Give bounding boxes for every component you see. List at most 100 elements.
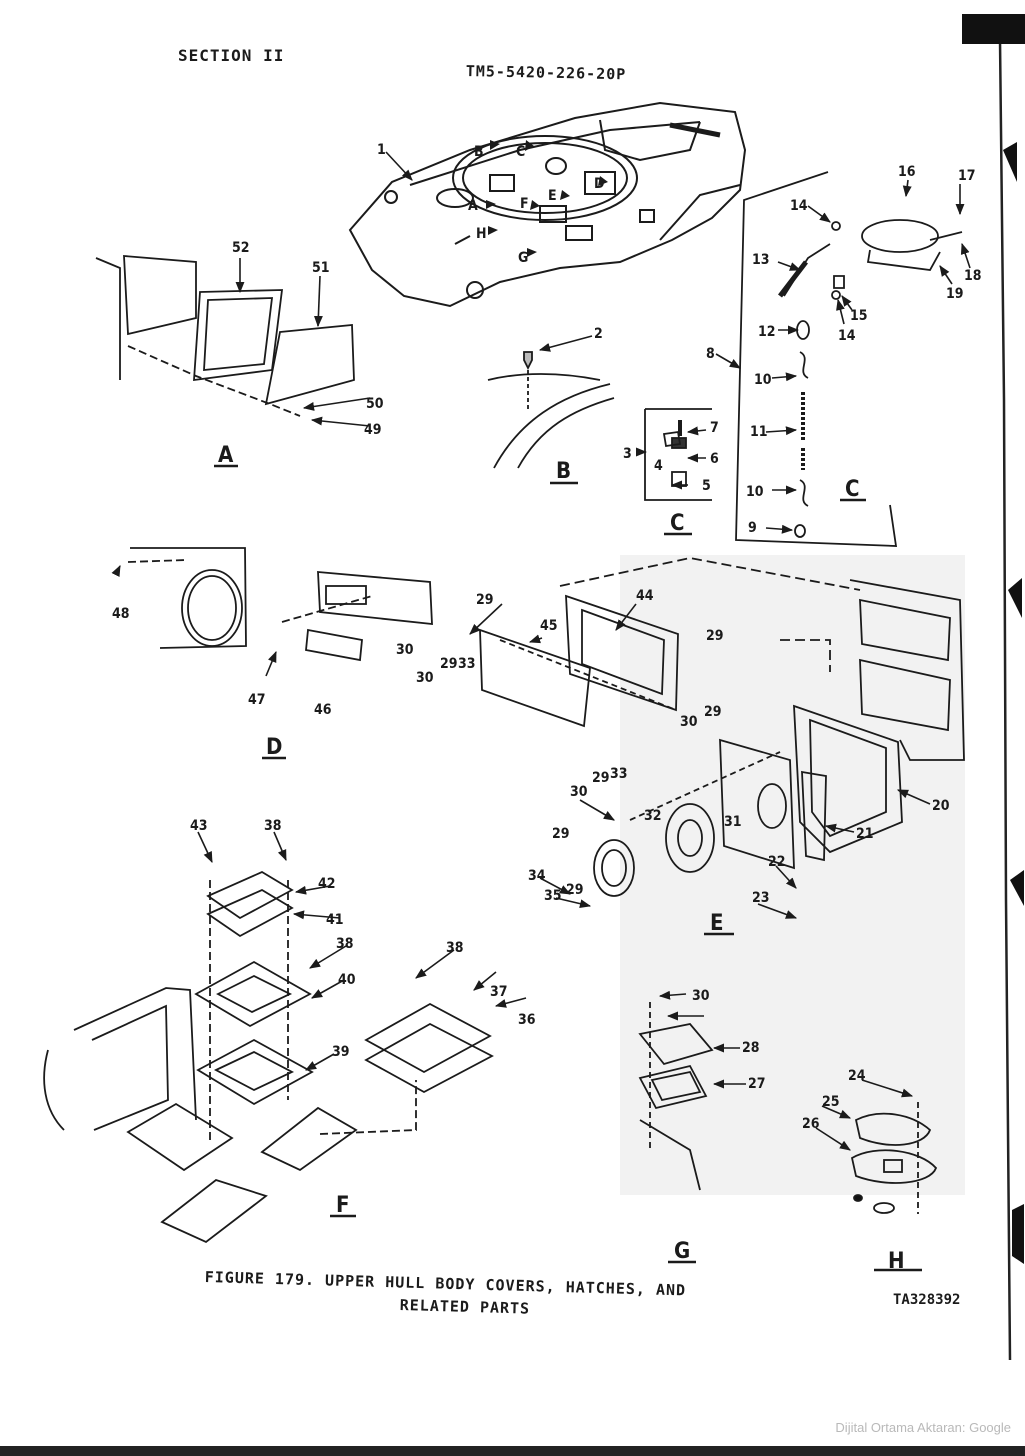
callout: 8 — [706, 346, 715, 362]
callout: 9 — [748, 520, 757, 536]
callout: 30 — [680, 714, 698, 730]
callout: 4 — [654, 458, 663, 474]
view-d-drawing — [127, 547, 433, 662]
section-label: SECTION II — [178, 46, 285, 65]
callout: 42 — [318, 876, 336, 892]
callout: 52 — [232, 240, 250, 256]
callout: 32 — [644, 808, 662, 824]
callout: 20 — [932, 798, 950, 814]
callout: 24 — [848, 1068, 866, 1084]
callout: 49 — [364, 422, 382, 438]
view-b-drawing — [487, 351, 615, 469]
callout: 45 — [540, 618, 558, 634]
view-g-drawing — [638, 1002, 714, 1191]
view-f-drawing — [43, 870, 494, 1244]
callout: 50 — [366, 396, 384, 412]
callout: 33 — [610, 766, 628, 782]
callout: 39 — [332, 1044, 350, 1060]
callout: 16 — [898, 164, 916, 180]
callout: 47 — [248, 692, 266, 708]
svg-text:E: E — [548, 188, 557, 204]
svg-text:C: C — [516, 144, 525, 160]
callout: 1 — [377, 142, 386, 158]
callout: 6 — [710, 451, 719, 467]
view-label-h: H — [888, 1249, 905, 1274]
callout: 11 — [750, 424, 768, 440]
callout: 10 — [746, 484, 764, 500]
ta-number: TA328392 — [893, 1292, 961, 1308]
callout: 38 — [336, 936, 354, 952]
figure-caption-line-2: RELATED PARTS — [399, 1296, 531, 1318]
callout: 38 — [446, 940, 464, 956]
callout: 15 — [850, 308, 868, 324]
hull-view-markers: A B C D E F G H — [468, 140, 608, 266]
view-label-e: E — [710, 911, 724, 936]
callout: 22 — [768, 854, 786, 870]
callout: 23 — [752, 890, 770, 906]
callout: 12 — [758, 324, 776, 340]
callout: 51 — [312, 260, 330, 276]
callout: 33 — [458, 656, 476, 672]
callout: 29 — [552, 826, 570, 842]
callout: 27 — [748, 1076, 766, 1092]
callout: 19 — [946, 286, 964, 302]
callout: 29 — [592, 770, 610, 786]
callout: 25 — [822, 1094, 840, 1110]
view-c-large-drawing — [735, 171, 963, 547]
view-h-drawing — [850, 1102, 938, 1214]
view-label-a: A — [218, 443, 234, 468]
callout: 34 — [528, 868, 546, 884]
view-label-underlines — [214, 464, 922, 1272]
callout: 21 — [856, 826, 874, 842]
view-e-drawing — [479, 557, 965, 897]
scan-credit: Dijital Ortama Aktaran: Google — [835, 1420, 1011, 1435]
callout: 2 — [594, 326, 603, 342]
callout: 17 — [958, 168, 976, 184]
svg-text:F: F — [520, 196, 529, 212]
callout: 14 — [790, 198, 808, 214]
callout: 41 — [326, 912, 344, 928]
callout: 13 — [752, 252, 770, 268]
callout: 40 — [338, 972, 356, 988]
view-labels: A B C C D E F G H — [218, 443, 905, 1274]
callout: 29 — [706, 628, 724, 644]
callout: 46 — [314, 702, 332, 718]
callout: 29 — [476, 592, 494, 608]
view-label-g: G — [674, 1239, 690, 1264]
callout: 43 — [190, 818, 208, 834]
callout: 29 — [566, 882, 584, 898]
view-label-d: D — [266, 735, 282, 760]
shaded-background — [620, 555, 965, 1195]
callout: 5 — [702, 478, 711, 494]
callout: 36 — [518, 1012, 536, 1028]
callout: 29 — [440, 656, 458, 672]
callout: 30 — [692, 988, 710, 1004]
callout: 35 — [544, 888, 562, 904]
callout: 37 — [490, 984, 508, 1000]
callout-numbers: 1 2 3 4 5 6 7 8 9 10 10 11 12 13 14 14 1… — [112, 142, 982, 1132]
callout: 10 — [754, 372, 772, 388]
tm-number: TM5-5420-226-20P — [465, 62, 627, 84]
view-label-b: B — [556, 459, 571, 484]
callout: 7 — [710, 420, 719, 436]
hull-overview — [348, 101, 747, 308]
callout: 14 — [838, 328, 856, 344]
callout: 44 — [636, 588, 654, 604]
page-edge — [0, 14, 1025, 1456]
callout: 26 — [802, 1116, 820, 1132]
callout: 28 — [742, 1040, 760, 1056]
view-label-c-large: C — [845, 477, 860, 502]
view-label-f: F — [336, 1193, 350, 1218]
callout: 30 — [396, 642, 414, 658]
svg-text:B: B — [474, 144, 484, 160]
svg-text:G: G — [518, 250, 528, 266]
view-a-drawing — [95, 255, 355, 417]
callout: 18 — [964, 268, 982, 284]
view-label-c-small: C — [670, 511, 685, 536]
callout: 29 — [704, 704, 722, 720]
callout: 38 — [264, 818, 282, 834]
callout: 30 — [570, 784, 588, 800]
callout: 30 — [416, 670, 434, 686]
callout: 48 — [112, 606, 130, 622]
